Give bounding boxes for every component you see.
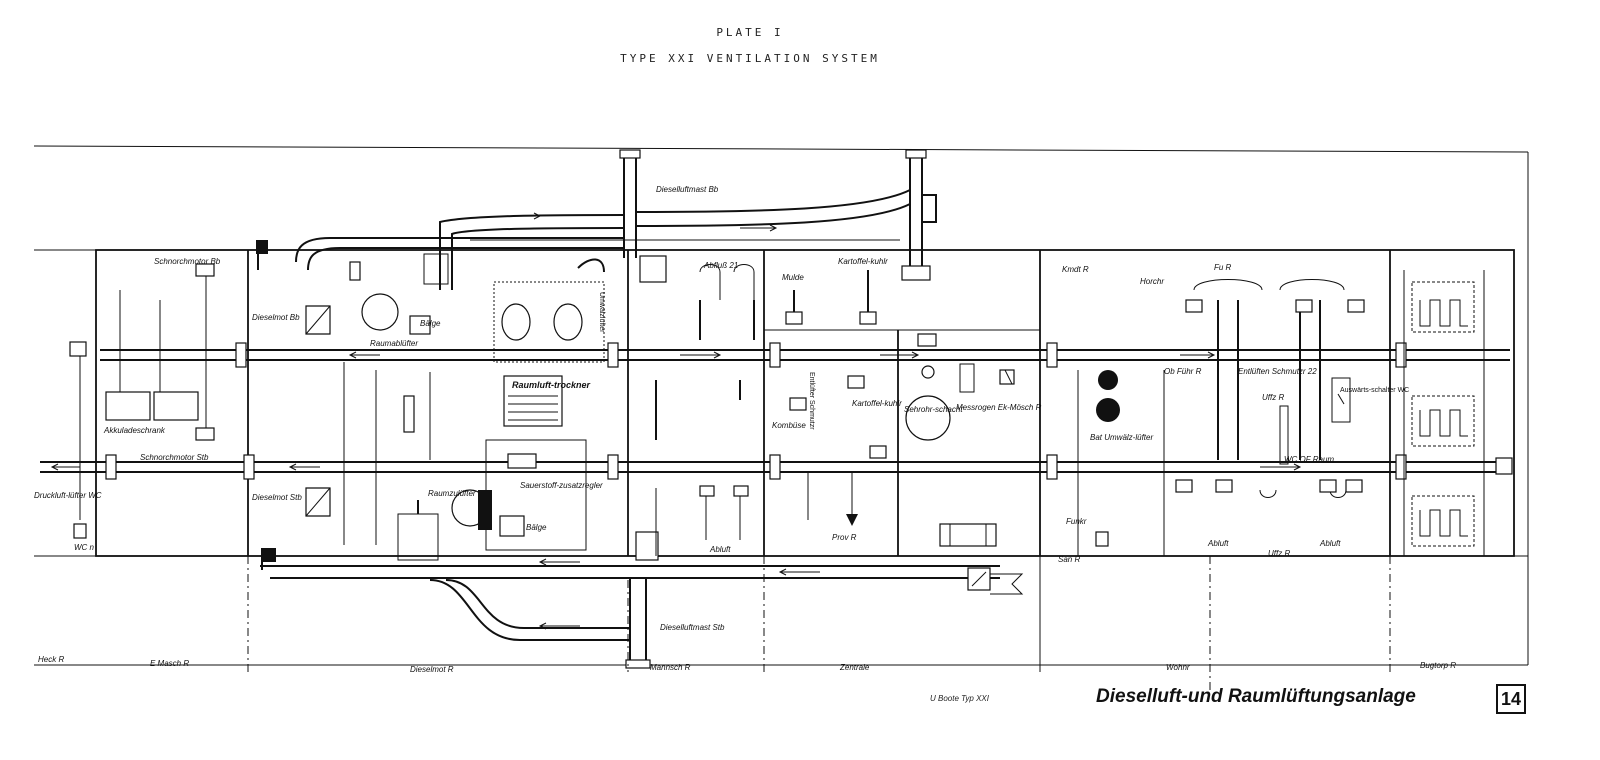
label-diesel-mast-stb: Dieselluftmast Stb [660, 623, 725, 632]
diagram-title: Dieselluft-und Raumlüftungsanlage [1096, 686, 1416, 707]
stern-lines [34, 249, 96, 557]
label-uffz: Uffz R [1262, 393, 1284, 402]
forward-quarters-fittings [1077, 279, 1365, 556]
label-dieselmot-stb: Dieselmot Stb [252, 493, 302, 502]
diesel-room-equipment [256, 240, 525, 561]
label-bat-umwaelz: Bat Umwälz-lüfter [1090, 433, 1153, 442]
label-sehrohr: Sehrohr-schacht [904, 405, 963, 414]
compartment-wohnr: Wohnr [1166, 663, 1190, 672]
label-raumabluefter: Raumablüfter [370, 339, 418, 348]
crew-room-fittings [655, 264, 755, 556]
central-control-fittings [785, 270, 1015, 547]
air-dryer-unit [485, 258, 605, 551]
label-kartoffel: Kartoffel-kuhlr [838, 257, 888, 266]
hull-top-line [33, 145, 1529, 153]
flow-arrows [50, 212, 1302, 630]
diesel-air-mast-bb [295, 149, 937, 290]
plate-title: TYPE XXI VENTILATION SYSTEM [620, 52, 880, 65]
label-wcn: WC n [74, 543, 95, 552]
compartment-dieselmot: Dieselmot R [410, 665, 454, 674]
schnorchel-motor-area [69, 263, 215, 539]
label-wc-of: WC OF Raum [1284, 455, 1334, 464]
label-abluft-uffz: Abluft [1207, 539, 1229, 548]
label-diesel-mast-bb: Dieselluftmast Bb [656, 185, 719, 194]
label-uffz-r2: Uffz R [1268, 549, 1290, 558]
plate-number: PLATE I [716, 26, 784, 39]
label-auswaerts: Auswärts-schalter WC [1340, 387, 1409, 394]
page-number: 14 [1496, 684, 1526, 714]
label-kmdt: Kmdt R [1062, 265, 1089, 274]
label-mulde: Mulde [782, 273, 804, 282]
diesel-air-mast-stb [260, 531, 1024, 669]
label-horchr: Horchr [1140, 277, 1164, 286]
label-ablauf-21: Abfluß 21 [703, 261, 738, 270]
label-fu: Fu R [1214, 263, 1232, 272]
label-san: San R [1058, 555, 1080, 564]
trunk-flanges [105, 342, 1407, 480]
baseline-ticks [247, 556, 1391, 690]
label-ob-fuehr: Ob Führ R [1164, 367, 1202, 376]
label-akkulade: Akkuladeschrank [103, 426, 166, 435]
label-abluft-2: Abluft [1319, 539, 1341, 548]
label-kartoffelkuhl: Kartoffel-kuhlr [852, 399, 902, 408]
label-prov: Prov R [832, 533, 857, 542]
label-abluft: Abluft [709, 545, 731, 554]
label-druck: Druckluft-lüfter WC [34, 491, 102, 500]
bow-torpedo-room-coolers [1403, 270, 1513, 556]
label-schnorch-stb: Schnorchmotor Stb [140, 453, 209, 462]
compartment-mannsch: Mannsch R [650, 663, 691, 672]
label-umwaelz: Umwälzlüfter [598, 292, 605, 333]
label-kombuese: Kombüse [772, 421, 806, 430]
label-schnorch-bb: Schnorchmotor Bb [154, 257, 221, 266]
footer-note: U Boote Typ XXI [930, 694, 989, 703]
label-entluefter: Entlüfter Schmutzr [808, 372, 815, 430]
compartment-heck: Heck R [38, 655, 64, 664]
label-sauerstoff: Sauerstoff-zusatzregler [520, 481, 603, 490]
label-entlueften: Entlüften Schmutzr 22 [1238, 367, 1317, 376]
pressure-hull-frame [95, 249, 1515, 557]
label-funk: Funkr [1066, 517, 1087, 526]
label-balge-2: Bälge [526, 523, 547, 532]
compartment-zentrale: Zentrale [839, 663, 870, 672]
compartment-emasch: E Masch R [150, 659, 189, 668]
compartment-bugtorp: Bugtorp R [1420, 661, 1456, 670]
upper-trunk-duct [100, 349, 1510, 361]
label-dieselmot-bb: Dieselmot Bb [252, 313, 300, 322]
label-balge-1: Bälge [420, 319, 441, 328]
label-messrogen: Messrogen Ek-Mösch R [956, 403, 1042, 412]
label-raumzuluefter: Raumzulüfter [428, 489, 476, 498]
label-raumluft: Raumluft-trockner [512, 380, 591, 390]
